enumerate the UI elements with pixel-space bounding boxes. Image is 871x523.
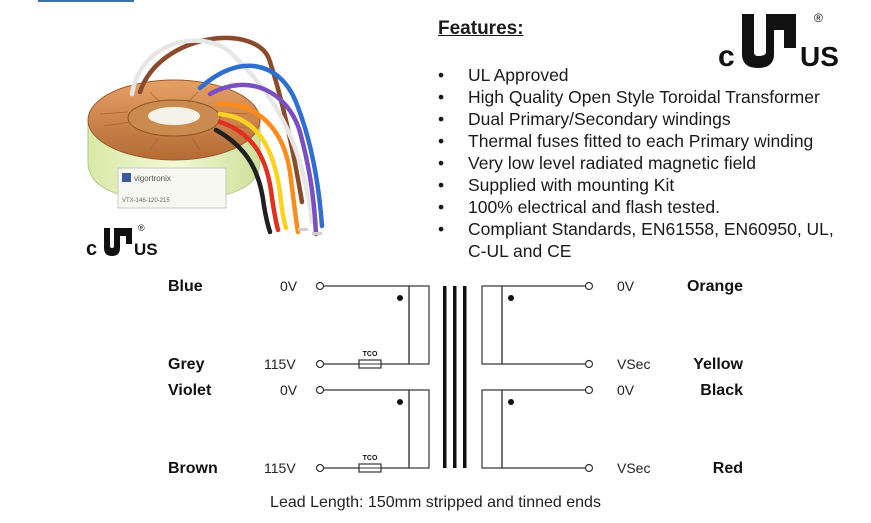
primary-voltage-label: 115V: [264, 356, 296, 372]
core-bar: [453, 286, 457, 468]
polarity-dot: [508, 295, 514, 301]
secondary-terminal: [584, 281, 594, 291]
primary-color-label: Blue: [168, 278, 203, 295]
secondary-terminal: [584, 359, 594, 369]
core-bar: [443, 286, 447, 468]
svg-text:®: ®: [814, 11, 823, 25]
svg-text:®: ®: [138, 223, 145, 233]
svg-text:c: c: [718, 40, 735, 73]
feature-item: 100% electrical and flash tested.: [438, 196, 863, 218]
wire-violet: [207, 82, 319, 237]
primary-color-label: Grey: [168, 356, 205, 373]
wire-blue: [197, 63, 325, 229]
secondary-voltage-label: VSec: [617, 356, 650, 372]
lead-length-note: Lead Length: 150mm stripped and tinned e…: [270, 494, 601, 511]
primary-voltage-label: 0V: [280, 278, 298, 294]
wire-black: [213, 127, 273, 235]
svg-text:US: US: [134, 240, 158, 259]
primary-voltage-label: 115V: [264, 460, 296, 476]
feature-item: Very low level radiated magnetic field: [438, 152, 863, 174]
features-title: Features:: [438, 18, 524, 39]
secondary-color-label: Orange: [687, 278, 743, 295]
features-list: UL Approved High Quality Open Style Toro…: [438, 64, 863, 262]
feature-item: Compliant Standards, EN61558, EN60950, U…: [438, 218, 863, 240]
primary-voltage-label: 0V: [280, 382, 298, 398]
features-panel: Features: UL Approved High Quality Open …: [438, 18, 863, 262]
secondary-voltage-label: 0V: [617, 278, 635, 294]
primary-coil-2: [408, 389, 430, 469]
wiring-schematic: Blue Grey Violet Brown 0V 115V 0V 115V 0…: [168, 278, 744, 477]
secondary-color-label: Red: [713, 460, 743, 477]
thermal-fuse-2: TCO: [358, 455, 382, 473]
thermal-fuse-1: TCO: [358, 351, 382, 369]
fuse-label: TCO: [363, 455, 378, 462]
primary-terminal: [315, 385, 325, 395]
secondary-terminal: [584, 385, 594, 395]
wire-white: [129, 38, 315, 225]
primary-coil-1: [408, 285, 430, 365]
product-brand-label: vigortronix: [134, 174, 171, 183]
secondary-color-label: Black: [700, 382, 743, 399]
wire-orange: [215, 101, 301, 235]
feature-item-continued: C-UL and CE: [468, 241, 572, 261]
primary-terminal: [315, 463, 325, 473]
core-bar: [463, 286, 467, 468]
primary-terminal: [315, 281, 325, 291]
secondary-color-label: Yellow: [693, 356, 743, 373]
top-accent-rule: [38, 0, 134, 2]
secondary-terminal: [584, 463, 594, 473]
ul-mark-large: c US ®: [718, 11, 839, 73]
secondary-voltage-label: 0V: [617, 382, 635, 398]
feature-item: Thermal fuses fitted to each Primary win…: [438, 130, 863, 152]
transformer-photo: vigortronix VTX-146-120-215 c US ®: [86, 35, 325, 260]
wire-yellow: [217, 111, 289, 231]
polarity-dot: [397, 295, 403, 301]
feature-item: Supplied with mounting Kit: [438, 174, 863, 196]
product-part-label: VTX-146-120-215: [122, 198, 170, 204]
polarity-dot: [397, 399, 403, 405]
primary-terminal: [315, 359, 325, 369]
polarity-dot: [508, 399, 514, 405]
primary-color-label: Brown: [168, 460, 218, 477]
secondary-coil-1: [481, 285, 503, 365]
secondary-coil-2: [481, 389, 503, 469]
secondary-voltage-label: VSec: [617, 460, 650, 476]
wire-red: [217, 119, 281, 233]
feature-item: Dual Primary/Secondary windings: [438, 108, 863, 130]
feature-item: UL Approved: [438, 64, 863, 86]
svg-text:c: c: [86, 238, 97, 260]
svg-text:US: US: [800, 41, 839, 72]
ul-mark-small: c US ®: [86, 223, 158, 260]
feature-item: High Quality Open Style Toroidal Transfo…: [438, 86, 863, 108]
primary-color-label: Violet: [168, 382, 212, 399]
fuse-label: TCO: [363, 351, 378, 358]
